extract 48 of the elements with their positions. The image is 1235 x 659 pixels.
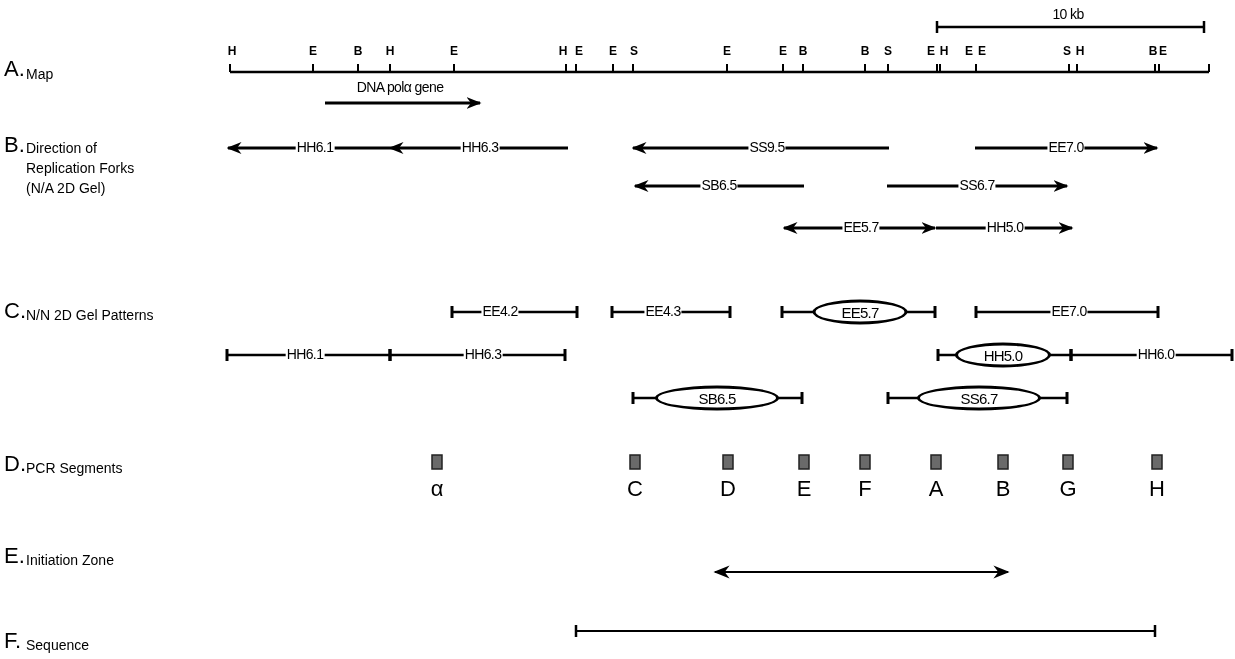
section-title: Initiation Zone — [26, 553, 114, 569]
restriction-site-label: E — [978, 45, 986, 59]
restriction-site-label: E — [450, 45, 458, 59]
restriction-site-label: E — [779, 45, 787, 59]
fragment-label: SB6.5 — [698, 389, 736, 407]
restriction-site-label: H — [558, 45, 568, 59]
restriction-site-label: S — [1063, 45, 1071, 59]
restriction-site-label: B — [798, 45, 808, 59]
fragment-label: SS6.7 — [960, 389, 998, 407]
segment-label: F — [858, 476, 872, 502]
segment-label: B — [995, 476, 1011, 502]
section-title: Sequence — [26, 638, 90, 654]
restriction-site-label: E — [609, 45, 617, 59]
segment-label: E — [796, 476, 812, 502]
restriction-site-label: S — [630, 45, 638, 59]
restriction-site-label: E — [309, 45, 317, 59]
section-letter: B. — [4, 133, 25, 158]
restriction-site-label: S — [884, 45, 892, 59]
section-title: PCR Segments — [26, 461, 123, 477]
section-title: N/N 2D Gel Patterns — [26, 308, 154, 324]
section-letter: C. — [4, 299, 26, 324]
restriction-site-label: B — [1148, 45, 1158, 59]
restriction-site-label: B — [353, 45, 363, 59]
restriction-site-label: H — [385, 45, 395, 59]
segment-label: A — [928, 476, 944, 502]
segment-label: H — [1149, 476, 1165, 502]
segment-label: G — [1059, 476, 1077, 502]
gene-label: DNA polα gene — [355, 80, 445, 96]
fragment-label: HH5.0 — [983, 346, 1023, 364]
section-title: Direction of Replication Forks (N/A 2D Gel) — [26, 139, 136, 198]
segment-label: C — [627, 476, 643, 502]
section-letter: F. — [4, 629, 22, 654]
restriction-site-label: E — [965, 45, 973, 59]
section-letter: E. — [4, 544, 25, 569]
restriction-site-label: B — [860, 45, 870, 59]
segment-label: α — [430, 476, 444, 502]
section-letter: D. — [4, 452, 26, 477]
restriction-site-label: H — [939, 45, 949, 59]
restriction-site-label: E — [1159, 45, 1167, 59]
restriction-site-label: H — [1075, 45, 1085, 59]
restriction-site-label: E — [723, 45, 731, 59]
fragment-label: EE5.7 — [841, 303, 879, 321]
restriction-site-label: E — [927, 45, 935, 59]
restriction-site-label: E — [575, 45, 583, 59]
segment-label: D — [720, 476, 736, 502]
section-title: Map — [26, 67, 54, 83]
restriction-site-label: H — [227, 45, 237, 59]
section-letter: A. — [4, 57, 25, 82]
